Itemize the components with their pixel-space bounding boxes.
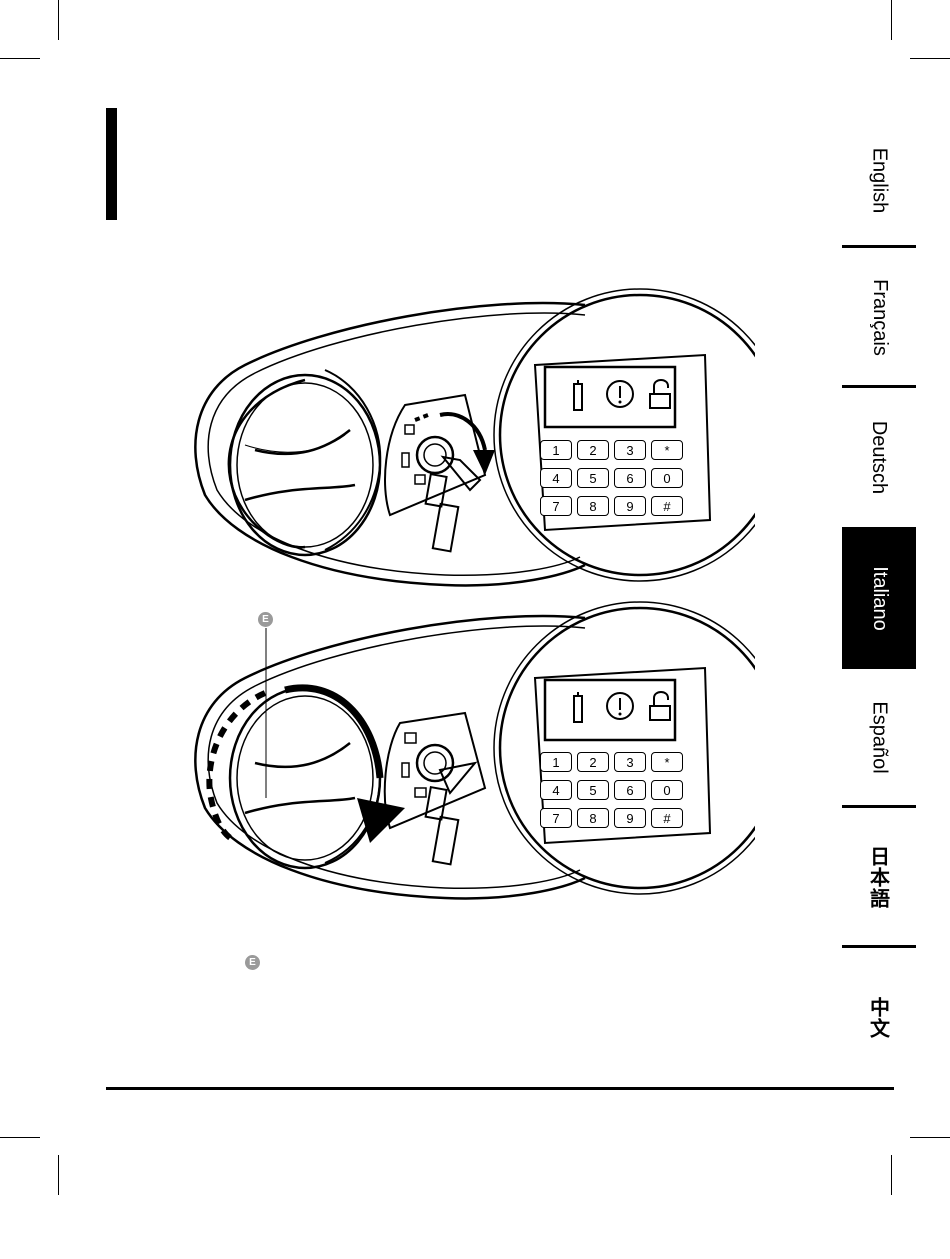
tab-divider <box>842 385 916 388</box>
unlocked-padlock-icon <box>650 380 670 408</box>
tab-label: 日本語 <box>865 846 894 909</box>
crop-mark <box>891 0 892 40</box>
tab-label: Italiano <box>868 566 891 631</box>
keypad-key: 1 <box>540 440 572 460</box>
tab-espanol[interactable]: Español <box>842 670 916 805</box>
battery-icon <box>574 696 582 722</box>
crop-mark <box>910 58 950 59</box>
tab-label: Español <box>868 701 891 773</box>
display-icons-2 <box>560 684 680 728</box>
keypad-key: # <box>651 496 683 516</box>
keypad-key: 4 <box>540 468 572 488</box>
tab-label: Français <box>868 279 891 356</box>
keypad-key: 5 <box>577 780 609 800</box>
keypad-key: 6 <box>614 468 646 488</box>
keypad-key: 2 <box>577 440 609 460</box>
keypad-key: 0 <box>651 780 683 800</box>
unlocked-padlock-icon <box>650 692 670 720</box>
keypad-key: 4 <box>540 780 572 800</box>
tab-label: Deutsch <box>868 421 891 494</box>
keypad-key: 2 <box>577 752 609 772</box>
section-marker-bar <box>106 108 117 220</box>
keypad-key: 3 <box>614 440 646 460</box>
callout-e-text: E <box>245 955 260 970</box>
tab-label: 中文 <box>865 997 894 1039</box>
keypad-key: 5 <box>577 468 609 488</box>
keypad-key: 9 <box>614 808 646 828</box>
keypad-key: # <box>651 808 683 828</box>
tab-divider <box>842 245 916 248</box>
tab-divider <box>842 945 916 948</box>
keypad-key: * <box>651 752 683 772</box>
tab-italiano[interactable]: Italiano <box>842 527 916 669</box>
crop-mark <box>910 1137 950 1138</box>
tab-divider <box>842 805 916 808</box>
crop-mark <box>58 1155 59 1195</box>
keypad-key: 1 <box>540 752 572 772</box>
keypad-key: 8 <box>577 808 609 828</box>
crop-mark <box>891 1155 892 1195</box>
keypad-key: 6 <box>614 780 646 800</box>
crop-mark <box>58 0 59 40</box>
crop-mark <box>0 58 40 59</box>
keypad-key: 0 <box>651 468 683 488</box>
crop-mark <box>0 1137 40 1138</box>
keypad-key: * <box>651 440 683 460</box>
tab-deutsch[interactable]: Deutsch <box>842 390 916 525</box>
tab-label: English <box>867 147 890 213</box>
tab-japanese[interactable]: 日本語 <box>842 810 916 945</box>
keypad-key: 7 <box>540 496 572 516</box>
tab-chinese[interactable]: 中文 <box>842 950 916 1085</box>
keypad-key: 7 <box>540 808 572 828</box>
display-icons-1 <box>560 372 680 416</box>
tab-francais[interactable]: Français <box>842 250 916 385</box>
tab-english[interactable]: English <box>842 115 916 245</box>
keypad-key: 3 <box>614 752 646 772</box>
battery-icon <box>574 384 582 410</box>
footer-rule <box>106 1087 894 1090</box>
keypad-key: 9 <box>614 496 646 516</box>
keypad-key: 8 <box>577 496 609 516</box>
